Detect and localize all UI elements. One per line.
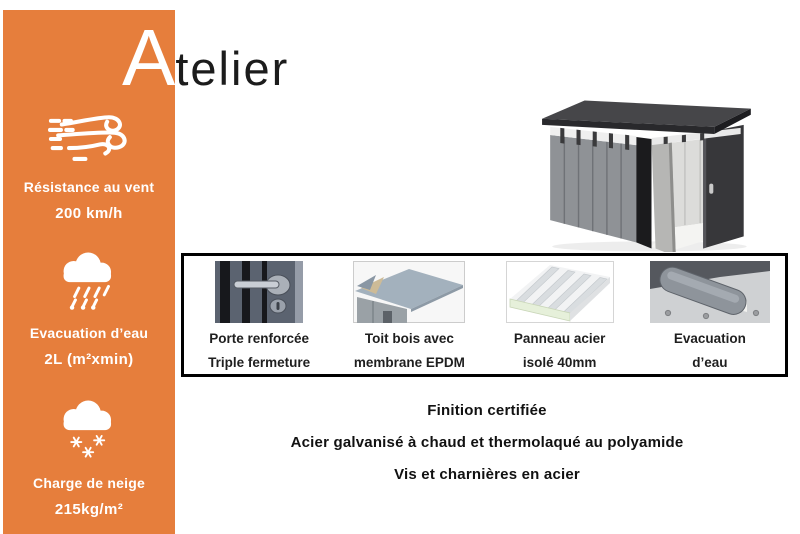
feature-caption-line2: membrane EPDM [353,355,465,370]
rain-cloud-icon [63,252,112,310]
insulated-steel-panel-photo [505,261,614,323]
feature-caption-line2: Triple fermeture [208,355,311,370]
sidebar-item-value: 200 km/h [55,205,123,222]
feature-caption-line1: Panneau acier [513,331,606,346]
feature-card-panel: Panneau acier isolé 40mm [485,256,635,375]
sidebar-item-label: Résistance au vent [23,179,155,195]
feature-caption-line2: d’eau [692,355,728,370]
sidebar: Résistance au vent 200 km/h [3,10,175,534]
sidebar-item-value: 2L (m²xmin) [44,351,134,368]
footer: Finition certifiée Acier galvanisé à cha… [180,402,794,498]
feature-card-water: Evacuation d’eau [635,256,785,375]
hero-image-wrapper [538,94,766,257]
sidebar-item-rain: Evacuation d’eau 2L (m²xmin) [3,252,175,368]
sidebar-item-snow: Charge de neige 215kg/m² [3,398,175,518]
feature-caption-line2: isolé 40mm [522,355,597,370]
feature-caption: Toit bois avec membrane EPDM [354,327,465,375]
feature-caption-line1: Toit bois avec [364,331,454,346]
footer-line: Acier galvanisé à chaud et thermolaqué a… [290,434,684,451]
feature-card-door: Porte renforcée Triple fermeture [184,256,334,375]
reinforced-door-photo [215,261,304,323]
sidebar-item-label: Charge de neige [33,475,145,491]
feature-caption-line1: Porte renforcée [209,331,310,346]
water-evacuation-photo [649,261,770,323]
title-rest: telier [175,42,290,95]
feature-caption: Evacuation d’eau [674,327,746,375]
feature-caption: Panneau acier isolé 40mm [514,327,606,375]
feature-caption-line1: Evacuation [673,331,746,346]
features-box: Porte renforcée Triple fermeture Toit bo… [181,253,788,377]
shed-image [542,100,751,257]
feature-card-roof: Toit bois avec membrane EPDM [334,256,484,375]
footer-line: Vis et charnières en acier [394,466,580,483]
wind-icon [47,115,127,161]
snow-cloud-icon [63,400,112,458]
title-initial: A [122,13,176,102]
footer-line: Finition certifiée [427,402,547,419]
sidebar-item-label: Evacuation d’eau [29,325,149,341]
sidebar-item-value: 215kg/m² [54,501,124,518]
epdm-roof-photo [353,261,466,323]
feature-caption: Porte renforcée Triple fermeture [208,327,310,375]
sidebar-item-wind: Résistance au vent 200 km/h [3,110,175,222]
